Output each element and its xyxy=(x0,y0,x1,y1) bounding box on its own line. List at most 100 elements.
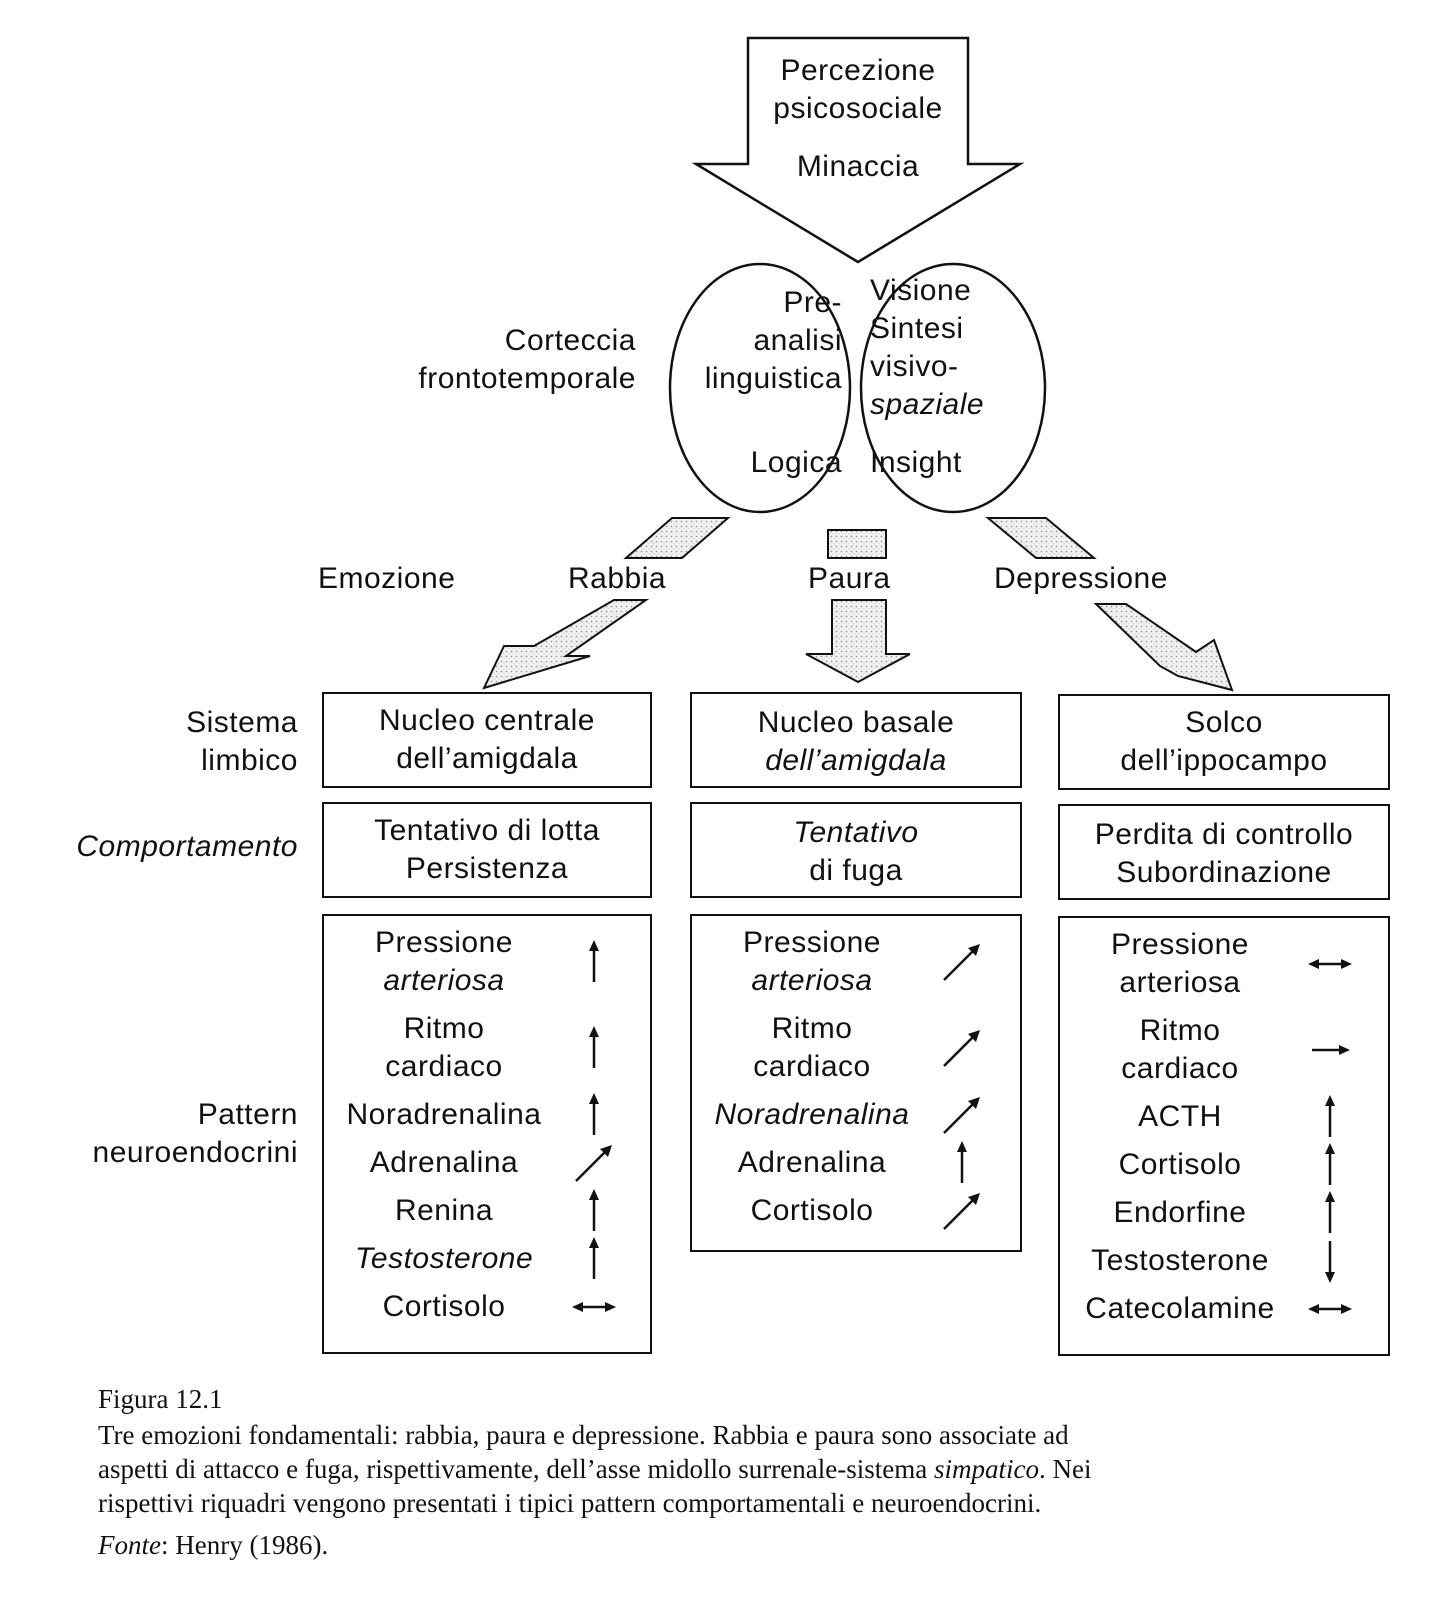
arrow-up-icon xyxy=(589,940,599,982)
pattern-row: Adrenalina xyxy=(324,1144,650,1182)
pattern-row: Cortisolo xyxy=(692,1192,1020,1230)
pattern-name: Ritmo xyxy=(1139,1014,1221,1047)
pattern-name: Ritmo xyxy=(771,1012,853,1045)
arrow-up-icon xyxy=(1325,1191,1335,1233)
arrow-up-right-icon xyxy=(575,1145,612,1182)
depression-small-arrow xyxy=(985,517,1097,559)
limbic-text: dell’ippocampo xyxy=(1120,744,1328,777)
right-hemisphere-text-2: Sintesi xyxy=(870,312,964,345)
arrow-up-icon xyxy=(957,1141,967,1183)
pattern-name: Ritmo xyxy=(403,1012,485,1045)
limbic-box-depression: Solco dell’ippocampo xyxy=(1058,694,1390,790)
pattern-name: Catecolamine xyxy=(1085,1292,1275,1325)
arrow-up-right-icon xyxy=(943,1030,980,1067)
limbic-text: dell’amigdala xyxy=(765,744,947,777)
threat-arrow-shape xyxy=(691,36,1025,264)
right-hemisphere-text-1: Visione xyxy=(870,274,972,307)
behavior-box-depression: Perdita di controllo Subordinazione xyxy=(1058,804,1390,900)
arrow-up-right-icon xyxy=(943,1193,980,1230)
left-hemisphere-text-1: Pre- xyxy=(783,286,842,319)
pattern-name: ACTH xyxy=(1138,1100,1222,1133)
row-label-pattern-1: Pattern xyxy=(197,1098,298,1131)
pattern-name: Cortisolo xyxy=(1118,1148,1242,1181)
limbic-text: dell’amigdala xyxy=(396,742,578,775)
left-hemisphere-text-4: Logica xyxy=(750,446,842,479)
caption-line-2-end: . Nei xyxy=(1038,1454,1092,1484)
right-hemisphere-text-5: Insight xyxy=(870,446,962,479)
emotion-depression: Depressione xyxy=(994,562,1168,595)
behavior-text: Tentativo xyxy=(793,816,919,849)
pattern-name: cardiaco xyxy=(753,1050,871,1083)
emotion-fear: Paura xyxy=(808,562,891,595)
fear-small-arrow xyxy=(827,529,887,559)
limbic-text: Nucleo centrale xyxy=(379,704,595,737)
limbic-box-anger: Nucleo centrale dell’amigdala xyxy=(322,692,652,788)
caption-source-label: Fonte xyxy=(98,1530,161,1560)
arrow-up-icon xyxy=(589,1026,599,1068)
caption-source-text: : Henry (1986). xyxy=(160,1530,329,1560)
pattern-name: arteriosa xyxy=(383,964,505,997)
figure-number: Figura 12.1 xyxy=(98,1384,223,1414)
arrow-down-icon xyxy=(1325,1241,1335,1283)
pattern-name: Testosterone xyxy=(354,1242,534,1275)
left-hemisphere-text-3: linguistica xyxy=(704,362,842,395)
pattern-name: Cortisolo xyxy=(382,1290,506,1323)
pattern-name: Noradrenalina xyxy=(714,1098,910,1131)
caption-line-3: rispettivi riquadri vengono presentati i… xyxy=(98,1488,1042,1518)
pattern-name: Pressione xyxy=(375,926,513,959)
pattern-row: Testosterone xyxy=(1060,1241,1388,1283)
pattern-name: Cortisolo xyxy=(750,1194,874,1227)
pattern-row: Noradrenalina xyxy=(692,1096,1020,1134)
cortex-label-1: Corteccia xyxy=(504,324,636,357)
pattern-row: Ritmo cardiaco xyxy=(324,1010,650,1086)
right-hemisphere xyxy=(859,262,1047,514)
row-label-pattern-2: neuroendocrini xyxy=(92,1136,298,1169)
behavior-box-fear: Tentativo di fuga xyxy=(690,802,1022,898)
arrow-text-threat: Minaccia xyxy=(796,150,920,183)
caption-line-2-italic: simpatico xyxy=(933,1454,1039,1484)
arrow-both-icon xyxy=(572,1302,616,1312)
caption-line-2-text: aspetti di attacco e fuga, rispettivamen… xyxy=(98,1454,934,1484)
arrow-right-icon xyxy=(1312,1045,1350,1055)
emotion-label: Emozione xyxy=(318,562,456,595)
pattern-row: Endorfine xyxy=(1060,1191,1388,1233)
pattern-row: Ritmo cardiaco xyxy=(692,1010,1020,1086)
emotion-anger: Rabbia xyxy=(568,562,667,595)
pattern-row: Cortisolo xyxy=(324,1288,650,1326)
pattern-row: Pressione arteriosa xyxy=(324,924,650,1000)
behavior-text: Subordinazione xyxy=(1116,856,1332,889)
pattern-row: Renina xyxy=(324,1189,650,1231)
limbic-box-fear: Nucleo basale dell’amigdala xyxy=(690,692,1022,788)
pattern-name: Adrenalina xyxy=(737,1146,887,1179)
pattern-name: Testosterone xyxy=(1091,1244,1269,1277)
limbic-text: Nucleo basale xyxy=(757,706,955,739)
depression-arrow xyxy=(1093,603,1234,692)
arrow-both-icon xyxy=(1308,1304,1352,1314)
pattern-name: arteriosa xyxy=(1119,966,1241,999)
left-hemisphere xyxy=(668,262,852,514)
anger-small-arrow xyxy=(623,517,731,559)
pattern-row: Adrenalina xyxy=(692,1141,1020,1183)
arrow-up-icon xyxy=(1325,1095,1335,1137)
behavior-box-anger: Tentativo di lotta Persistenza xyxy=(322,802,652,898)
right-hemisphere-text-3: visivo- xyxy=(870,350,959,383)
cortex-label-2: frontotemporale xyxy=(418,362,636,395)
arrow-up-icon xyxy=(1325,1143,1335,1185)
pattern-name: Adrenalina xyxy=(369,1146,519,1179)
arrow-up-icon xyxy=(589,1093,599,1135)
arrow-text-psychosocial: psicosociale xyxy=(773,92,943,125)
pattern-row: Catecolamine xyxy=(1060,1290,1388,1328)
pattern-name: Endorfine xyxy=(1113,1196,1247,1229)
pattern-row: ACTH xyxy=(1060,1095,1388,1137)
pattern-name: cardiaco xyxy=(385,1050,503,1083)
pattern-row: Testosterone xyxy=(324,1237,650,1279)
anger-arrow xyxy=(482,599,650,690)
arrow-up-icon xyxy=(589,1189,599,1231)
fear-arrow xyxy=(805,599,911,684)
row-label-behavior: Comportamento xyxy=(76,830,298,863)
